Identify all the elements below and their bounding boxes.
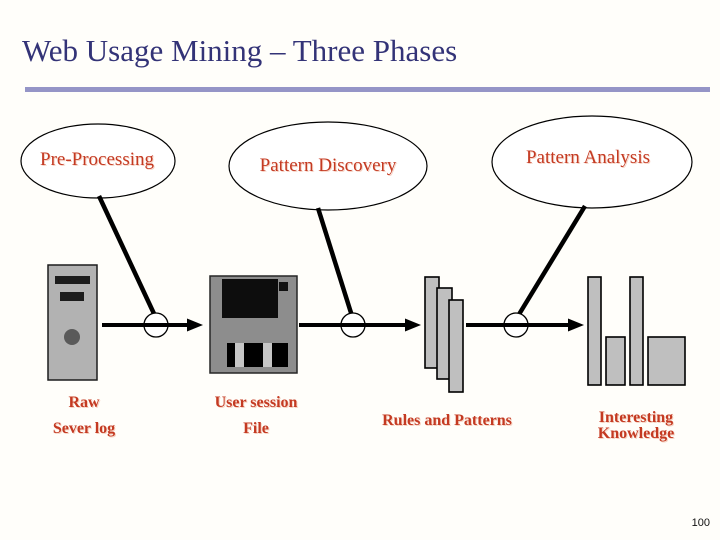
phase-label-preprocessing: Pre-Processing	[40, 149, 154, 170]
tower-power-button	[64, 329, 80, 345]
phase-label-pattern-analysis: Pattern Analysis	[525, 147, 651, 168]
phase-ellipse-pattern-discovery	[228, 121, 428, 211]
flow-arrow-3	[466, 318, 584, 332]
label-interesting-knowledge-line1: Interesting	[598, 409, 674, 426]
floppy-write-protect-tab	[279, 282, 288, 291]
flow-arrow-1	[102, 318, 203, 332]
phase-label-pattern-discovery: Pattern Discovery	[259, 155, 397, 176]
label-user-session-file-line2: File	[243, 420, 269, 437]
tower-body	[47, 264, 98, 381]
slide-title: Web Usage Mining – Three Phases	[22, 33, 458, 68]
page-number: 100	[691, 517, 710, 529]
panel-3	[448, 299, 464, 393]
bar-chart-icon	[587, 276, 686, 386]
label-raw-server-log-line1: Raw	[68, 394, 100, 411]
tower-drive-slot-2	[60, 292, 84, 301]
floppy-shutter	[222, 279, 278, 318]
label-user-session-file: User session File	[215, 390, 298, 442]
label-rules-and-patterns: Rules and Patterns	[382, 412, 512, 429]
label-interesting-knowledge-line2: Knowledge	[597, 425, 675, 442]
label-raw-server-log-line2: Sever log	[52, 420, 116, 437]
computer-tower-icon	[47, 264, 98, 381]
chart-bar-2	[605, 336, 626, 386]
floppy-label-stripe-1	[235, 343, 244, 367]
floppy-disk-icon	[209, 275, 298, 374]
chart-bar-3	[629, 276, 644, 386]
connector-line-preprocessing	[96, 195, 159, 319]
flow-arrow-2	[299, 318, 421, 332]
floppy-label-stripe-2	[263, 343, 272, 367]
tower-drive-slot-1	[55, 276, 90, 284]
label-interesting-knowledge: Interesting Knowledge	[598, 410, 674, 442]
connector-line-pattern-discovery	[315, 207, 355, 317]
title-divider	[25, 87, 710, 92]
chart-bar-4	[647, 336, 686, 386]
label-raw-server-log: Raw Sever log	[53, 390, 115, 442]
connector-line-pattern-analysis	[516, 204, 587, 318]
phase-ellipse-pattern-analysis	[491, 115, 693, 209]
chart-bar-1	[587, 276, 602, 386]
stacked-panels-icon	[424, 276, 464, 393]
label-user-session-file-line1: User session	[214, 394, 298, 411]
